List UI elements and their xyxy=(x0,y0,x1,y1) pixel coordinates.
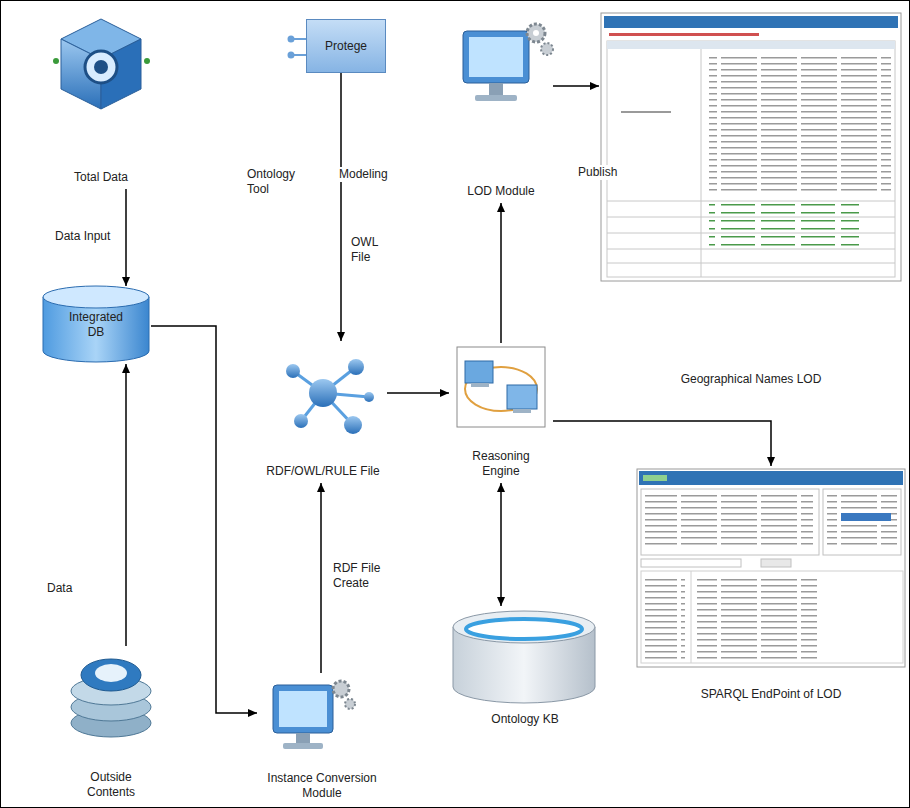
flow-arrow xyxy=(500,203,502,343)
kb-cylinder xyxy=(453,611,595,703)
monitor-icon xyxy=(273,681,355,749)
node-label: Geographical Names LOD xyxy=(656,372,846,387)
icon-node: Geographical Names LOD xyxy=(599,11,903,391)
icon-node: Ontology KB xyxy=(449,606,601,731)
node-label: Protege xyxy=(307,39,385,54)
disc-stack-icon xyxy=(71,659,151,737)
edge-label: Data xyxy=(45,581,109,596)
icon-node: Reasoning Engine xyxy=(449,343,553,483)
flow-arrow xyxy=(125,364,127,646)
edge-label: Data Input xyxy=(53,229,117,244)
node-label: LOD Module xyxy=(461,184,541,199)
icon-node: SPARQL EndPoint of LOD xyxy=(635,466,907,706)
icon-node: LOD Module xyxy=(449,13,553,203)
node-label: Reasoning Engine xyxy=(456,449,546,479)
icon-node: Outside Contents xyxy=(56,646,166,804)
node-label: Ontology KB xyxy=(465,712,585,727)
cube-icon xyxy=(53,19,150,109)
node-label: Outside Contents xyxy=(71,770,151,800)
network-icon xyxy=(286,359,374,434)
tool-box: Protege xyxy=(306,19,386,73)
flow-arrow xyxy=(553,421,771,466)
node-label: RDF/OWL/RULE File xyxy=(263,464,383,479)
icon-node: Integrated DB xyxy=(41,286,151,364)
node-label: Integrated DB xyxy=(61,310,131,340)
flow-arrow xyxy=(125,189,127,286)
flow-arrow xyxy=(500,483,502,606)
icon-node: Total Data xyxy=(41,11,161,189)
node-label: Total Data xyxy=(46,170,156,185)
monitor-icon xyxy=(463,24,553,101)
edge-label: RDF File Create xyxy=(331,561,385,591)
flow-arrow xyxy=(151,326,257,713)
flow-arrow xyxy=(387,392,449,394)
flow-arrow xyxy=(553,85,599,87)
caption-label: Ontology Tool xyxy=(245,167,299,197)
engine-icon xyxy=(457,347,545,427)
sparql-screenshot xyxy=(637,469,905,667)
node-label: Instance Conversion Module xyxy=(267,771,377,801)
flow-arrow xyxy=(340,73,342,341)
web-page-screenshot xyxy=(601,13,901,281)
icon-node: RDF/OWL/RULE File xyxy=(259,341,387,483)
flow-arrow xyxy=(320,483,322,673)
icon-node: Instance Conversion Module xyxy=(257,673,387,805)
edge-label: OWL File xyxy=(349,235,393,265)
caption-label: Modeling xyxy=(337,167,411,182)
node-label: SPARQL EndPoint of LOD xyxy=(651,687,891,702)
caption-label: Publish xyxy=(576,165,640,180)
database-cylinder xyxy=(43,286,149,362)
protege-pins xyxy=(289,37,307,58)
